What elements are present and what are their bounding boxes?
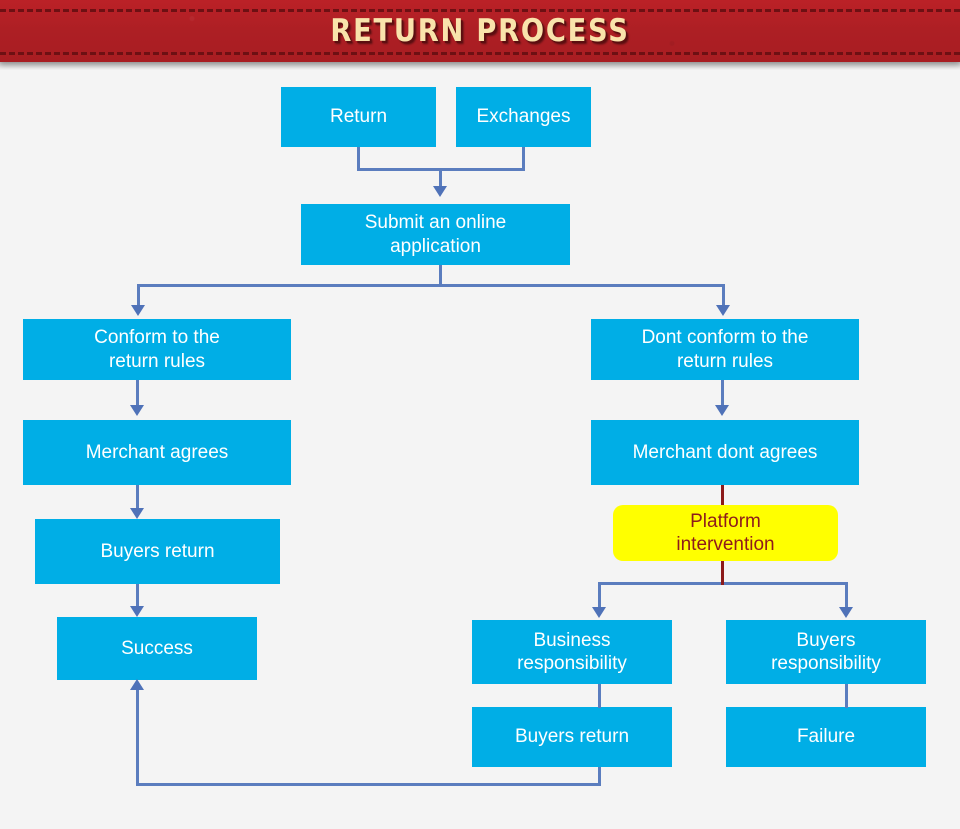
- connector-return-down: [357, 147, 360, 171]
- connector-split-right-down: [722, 284, 725, 311]
- node-merchant-agrees-label: Merchant agrees: [85, 441, 229, 463]
- node-merchant-dont-agrees[interactable]: Merchant dont agrees: [591, 420, 859, 485]
- node-failure[interactable]: Failure: [726, 707, 926, 767]
- connector-split-left-down: [137, 284, 140, 311]
- node-submit-application[interactable]: Submit an online application: [301, 204, 570, 265]
- arrow-to-merchant-agrees: [130, 405, 144, 416]
- connector-split-horizontal: [137, 284, 725, 287]
- arrow-to-dont-conform: [716, 305, 730, 316]
- header-banner: RETURN PROCESS: [0, 0, 960, 62]
- connector-feedback-up: [136, 690, 139, 785]
- node-buyers-resp-line2: responsibility: [771, 653, 881, 674]
- arrow-to-buyers-return-left: [130, 508, 144, 519]
- connector-exchanges-down: [522, 147, 525, 171]
- connector-buyers-return-left-down: [136, 584, 139, 612]
- connector-feedback-down: [598, 767, 601, 786]
- arrow-to-success: [130, 606, 144, 617]
- node-submit-line2: application: [390, 235, 481, 257]
- node-platform-line2: intervention: [676, 534, 775, 555]
- node-submit-line1: Submit an online: [364, 212, 507, 234]
- node-platform-line1: Platform: [690, 510, 761, 532]
- connector-merchant-agrees-down: [136, 485, 139, 513]
- arrow-to-business-responsibility: [592, 607, 606, 618]
- node-dont-conform-line1: Dont conform to the: [641, 327, 809, 349]
- node-return[interactable]: Return: [281, 87, 436, 147]
- node-dont-conform-return-rules[interactable]: Dont conform to the return rules: [591, 319, 859, 380]
- node-conform-line1: Conform to the: [94, 327, 220, 349]
- node-merchant-dont-agrees-label: Merchant dont agrees: [632, 441, 818, 463]
- banner-stitch-top: [0, 9, 960, 12]
- connector-platform-split-left-down: [598, 582, 601, 612]
- node-conform-return-rules[interactable]: Conform to the return rules: [23, 319, 291, 380]
- node-business-resp-line2: responsibility: [517, 653, 627, 674]
- connector-merge-down: [439, 168, 442, 193]
- connector-platform-split-right-down: [845, 582, 848, 612]
- node-success-label: Success: [121, 637, 193, 659]
- node-business-responsibility[interactable]: Business responsibility: [472, 620, 672, 684]
- connector-conform-down: [136, 380, 139, 409]
- node-buyers-responsibility[interactable]: Buyers responsibility: [726, 620, 926, 684]
- banner-shadow: [0, 62, 960, 70]
- node-buyers-return-left-label: Buyers return: [100, 540, 215, 562]
- arrow-to-merchant-dont-agrees: [715, 405, 729, 416]
- connector-submit-down: [439, 265, 442, 287]
- node-merchant-agrees[interactable]: Merchant agrees: [23, 420, 291, 485]
- node-buyers-resp-line1: Buyers: [796, 629, 856, 651]
- arrow-to-submit: [433, 186, 447, 197]
- node-platform-intervention[interactable]: Platform intervention: [613, 505, 838, 561]
- node-buyers-return-right[interactable]: Buyers return: [472, 707, 672, 767]
- arrow-to-conform: [131, 305, 145, 316]
- connector-dont-conform-down: [721, 380, 724, 409]
- node-buyers-return-right-label: Buyers return: [514, 726, 630, 748]
- node-return-label: Return: [329, 106, 388, 128]
- arrow-to-buyers-responsibility: [839, 607, 853, 618]
- connector-feedback-horizontal: [136, 783, 601, 786]
- arrow-feedback-to-success: [130, 679, 144, 690]
- node-success[interactable]: Success: [57, 617, 257, 680]
- node-buyers-return-left[interactable]: Buyers return: [35, 519, 280, 584]
- node-dont-conform-line2: return rules: [676, 350, 774, 372]
- node-business-resp-line1: Business: [533, 629, 611, 651]
- node-conform-line2: return rules: [108, 350, 206, 372]
- node-failure-label: Failure: [796, 726, 856, 748]
- banner-stitch-bottom: [0, 52, 960, 55]
- connector-buyers-resp-to-failure: [845, 684, 848, 708]
- node-exchanges-label: Exchanges: [476, 106, 571, 128]
- connector-business-to-buyers-return: [598, 684, 601, 708]
- page-title: RETURN PROCESS: [330, 13, 630, 49]
- node-exchanges[interactable]: Exchanges: [456, 87, 591, 147]
